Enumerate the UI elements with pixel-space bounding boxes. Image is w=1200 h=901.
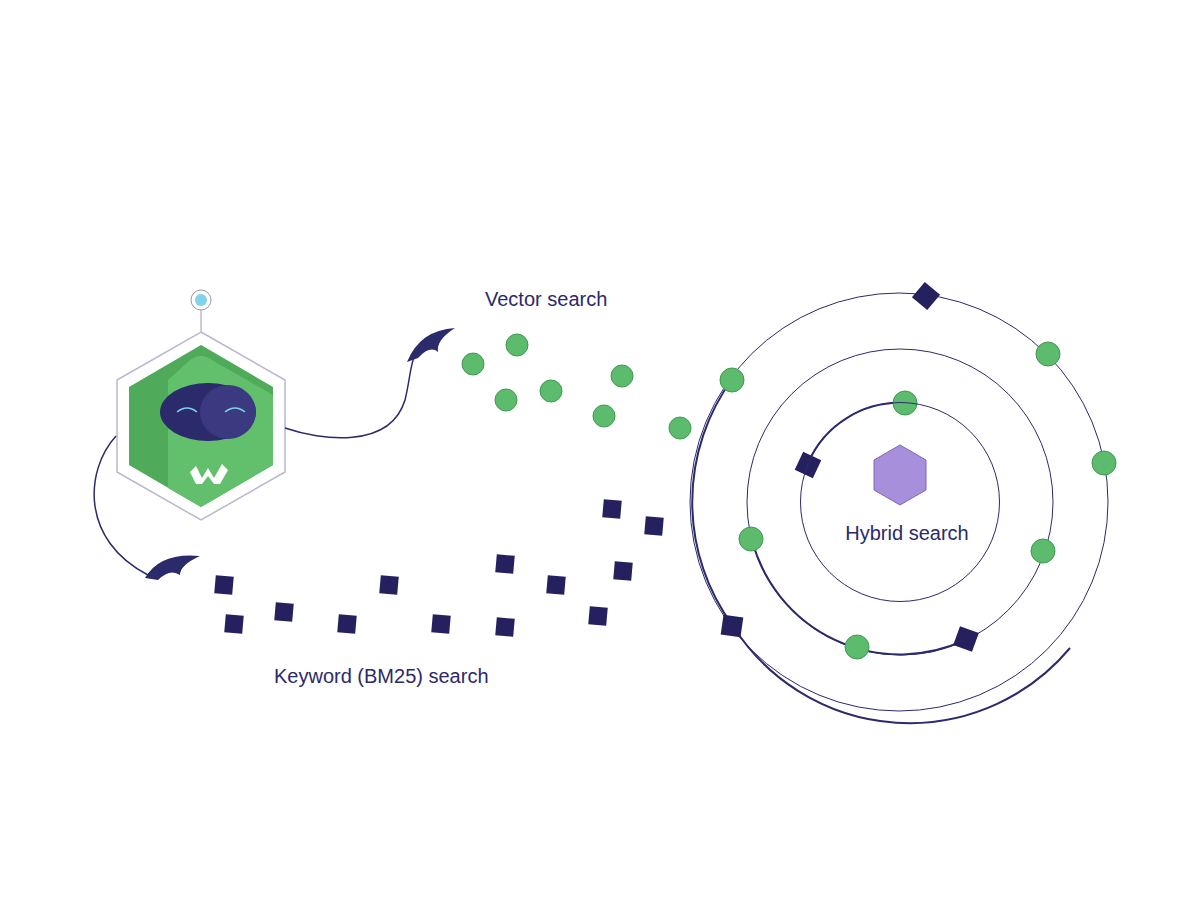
plug [145,555,200,580]
node-title: Hybrid search [845,522,968,545]
hybrid-circle: Hybrid search [800,402,1000,602]
middle-orbit [747,349,1053,655]
keyword-squares [214,282,979,652]
orbit-arc [733,626,1070,723]
search-label: Keyword (BM25) search [274,665,489,688]
cable [285,355,415,438]
vector-dots [462,334,1116,659]
orbit-arc [692,378,733,626]
search-label: Vector search [485,288,607,311]
plug [407,328,455,362]
cable [94,436,148,575]
robot-mascot [117,290,285,520]
circle-outline [800,402,1000,602]
outer-orbit [690,293,1108,711]
